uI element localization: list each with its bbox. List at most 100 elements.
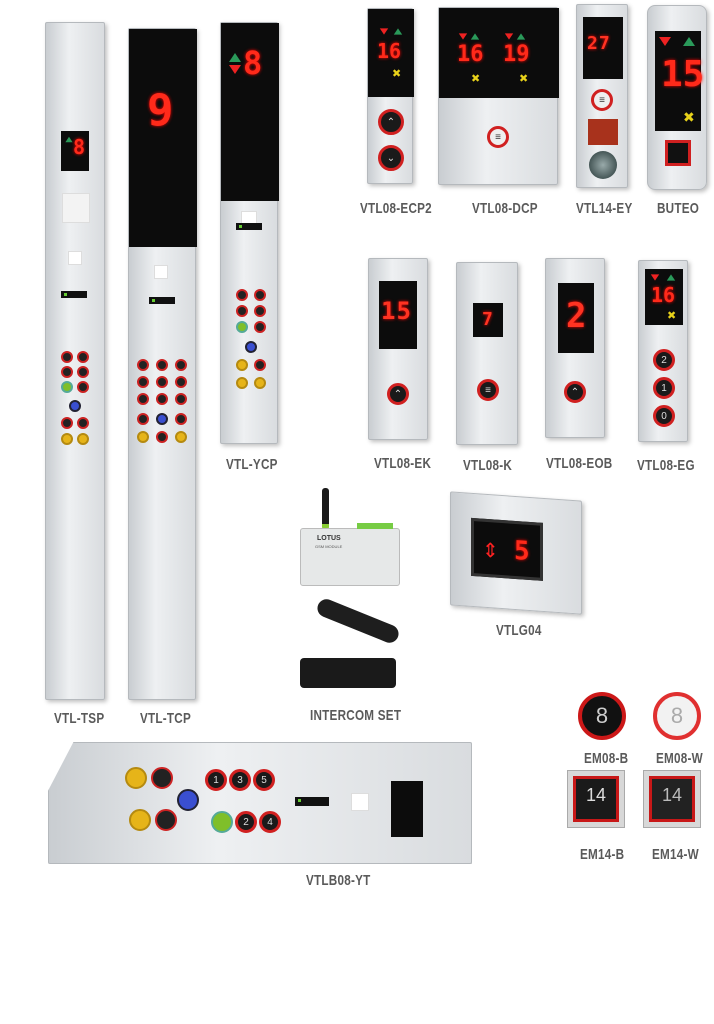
up-call-button[interactable]: ⌃ [387,383,409,405]
floor-button[interactable] [175,376,187,388]
door-close-button[interactable] [175,413,187,425]
maintenance-icon: ✖ [471,73,481,85]
call-button[interactable] [175,431,187,443]
lcd-indicator [149,297,175,304]
call-button[interactable] [254,377,266,389]
info-display [391,781,423,837]
floor-button-0[interactable]: 0 [653,405,675,427]
floor-button[interactable] [137,359,149,371]
alarm-button[interactable] [137,431,149,443]
display-glass: 9 [129,29,197,247]
button-digit: 8 [595,703,609,728]
em14-b-button[interactable]: 14 [567,770,625,828]
button-label: 0 [661,410,667,422]
floor-button[interactable] [156,376,168,388]
fan-button[interactable] [156,413,168,425]
floor-button[interactable] [236,321,248,333]
floor-button[interactable] [137,376,149,388]
door-close-button[interactable] [254,359,266,371]
up-call-button[interactable]: ⌃ [378,109,404,135]
em08-b-button[interactable]: 8 [578,692,626,740]
up-call-button[interactable]: ⌃ [564,381,586,403]
product-label: INTERCOM SET [310,707,402,724]
display-glass: 16 19 ✖✖ [439,8,559,98]
floor-button[interactable] [236,289,248,301]
key-switch[interactable] [589,151,617,179]
floor-button[interactable] [211,811,233,833]
floor-button[interactable] [61,381,73,393]
floor-button[interactable]: 4 [259,811,281,833]
keyhole-plate [154,265,168,279]
call-button[interactable] [77,433,89,445]
product-label: VTL08-EOB [546,455,613,472]
floor-number: 16 [377,39,402,63]
vtl08-eg-panel: 16 ✖ 2 1 0 [638,260,688,442]
button-label: 2 [661,354,667,366]
alarm-button[interactable] [236,359,248,371]
vtl08-ek-panel: 15 ⌃ [368,258,428,440]
floor-button[interactable] [254,321,266,333]
button-digit: 14 [573,776,619,822]
em14-w-button[interactable]: 14 [643,770,701,828]
floor-button[interactable]: 3 [229,769,251,791]
call-button[interactable] [665,140,691,166]
door-open-button[interactable] [151,767,173,789]
floor-button[interactable] [61,366,73,378]
floor-button[interactable]: 5 [253,769,275,791]
door-close-button[interactable] [77,417,89,429]
floor-button[interactable] [137,393,149,405]
door-close-button[interactable] [155,809,177,831]
fan-button[interactable] [69,400,81,412]
fan-button[interactable] [177,789,199,811]
intercom-box [300,658,396,688]
down-call-button[interactable]: ⌄ [378,145,404,171]
floor-button-1[interactable]: 1 [653,377,675,399]
vtl08-k-panel: 7 ≡ [456,262,518,445]
fire-service-sign [588,119,618,145]
floor-button[interactable] [156,393,168,405]
product-label: VTL08-K [463,457,513,474]
call-button[interactable]: ≡ [591,89,613,111]
vtl-ycp-panel: 8 [220,22,279,444]
product-label: VTL-TSP [54,710,105,727]
alarm-button[interactable] [125,767,147,789]
product-label: VTL08-EK [374,455,432,472]
floor-button[interactable] [254,289,266,301]
display-glass: 7 [473,303,503,337]
floor-button[interactable] [175,359,187,371]
floor-button[interactable] [61,351,73,363]
floor-button[interactable] [254,305,266,317]
floor-button[interactable] [77,381,89,393]
button-label: 5 [261,774,267,786]
floor-button[interactable] [156,359,168,371]
call-button[interactable]: ≡ [477,379,499,401]
floor-button[interactable] [77,366,89,378]
em08-w-button[interactable]: 8 [653,692,701,740]
call-button[interactable] [129,809,151,831]
floor-number: 2 [566,296,588,336]
floor-button[interactable] [77,351,89,363]
alarm-button[interactable] [61,433,73,445]
floor-button[interactable] [156,431,168,443]
floor-button[interactable] [175,393,187,405]
vtl-tsp-panel: 8 [45,22,105,700]
maintenance-icon: ✖ [683,109,695,125]
product-label: VTLG04 [496,622,542,639]
floor-number: 27 [587,33,611,54]
floor-button[interactable] [236,305,248,317]
product-label: VTL14-EY [576,200,633,217]
fan-button[interactable] [245,341,257,353]
floor-button[interactable]: 1 [205,769,227,791]
vtl08-ecp2-panel: 16 ✖ ⌃ ⌄ [367,8,414,184]
call-button[interactable] [236,377,248,389]
floor-button-2[interactable]: 2 [653,349,675,371]
vtlb08-yt-panel: 1 3 5 2 4 [48,742,472,864]
floor-button[interactable]: 2 [235,811,257,833]
display-glass: 16 ✖ [368,9,414,97]
call-button[interactable]: ≡ [487,126,509,148]
door-open-button[interactable] [61,417,73,429]
door-open-button[interactable] [137,413,149,425]
keyhole-plate [351,793,369,811]
vtlg04-panel: ⇕ 5 [450,491,582,615]
product-label: VTL-YCP [226,456,278,473]
